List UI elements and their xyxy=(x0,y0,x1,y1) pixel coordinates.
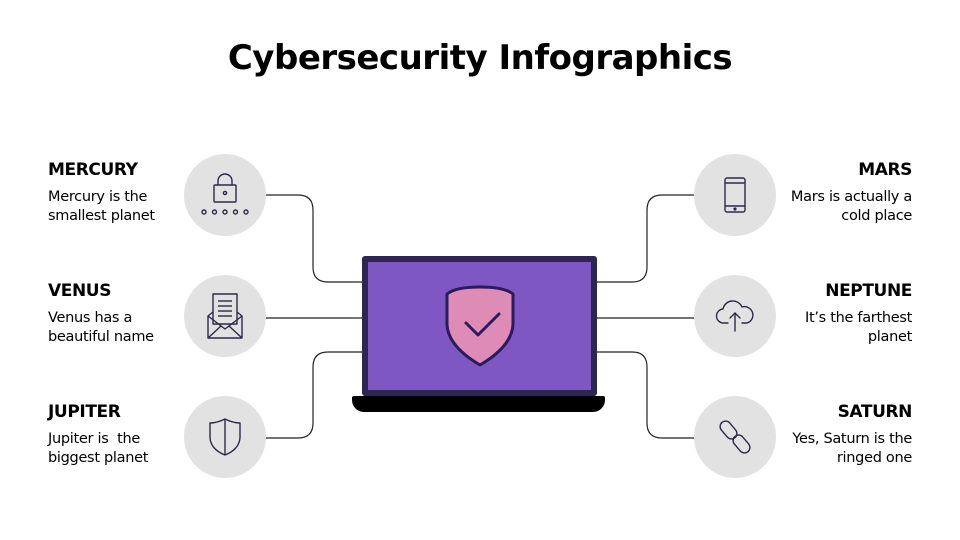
saturn-icon-circle xyxy=(694,396,776,478)
item-title: MARS xyxy=(858,160,912,180)
item-description: Venus has a beautiful name xyxy=(48,309,198,347)
venus-icon-circle xyxy=(184,275,266,357)
desc-line: beautiful name xyxy=(48,329,154,345)
desc-line: Jupiter is the xyxy=(48,431,140,447)
desc-line: ringed one xyxy=(836,450,912,466)
desc-line: Mercury is the xyxy=(48,189,148,205)
desc-line: It’s the farthest xyxy=(804,310,912,326)
desc-line: Venus has a xyxy=(48,310,133,326)
shield-check-icon xyxy=(445,285,514,367)
shield-icon xyxy=(209,418,241,456)
desc-line: cold place xyxy=(841,208,912,224)
link-chain-icon xyxy=(719,420,751,454)
cloud-upload-icon xyxy=(715,300,754,332)
desc-line: Mars is actually a xyxy=(790,189,912,205)
desc-line: biggest planet xyxy=(48,450,149,466)
connector-saturn xyxy=(597,351,694,439)
item-description: Yes, Saturn is the ringed one xyxy=(762,430,912,468)
laptop-display xyxy=(368,262,591,390)
item-description: It’s the farthest planet xyxy=(762,309,912,347)
password-lock-icon xyxy=(201,173,249,215)
item-venus: VENUS Venus has a beautiful name xyxy=(48,281,198,347)
open-envelope-letter-icon xyxy=(207,293,243,339)
neptune-icon-circle xyxy=(694,275,776,357)
item-saturn: SATURN Yes, Saturn is the ringed one xyxy=(762,402,912,468)
laptop-base xyxy=(352,396,605,412)
item-description: Jupiter is the biggest planet xyxy=(48,430,198,468)
item-jupiter: JUPITER Jupiter is the biggest planet xyxy=(48,402,198,468)
item-title: MERCURY xyxy=(48,160,138,180)
item-description: Mercury is the smallest planet xyxy=(48,188,198,226)
item-title: NEPTUNE xyxy=(825,281,912,301)
smartphone-icon xyxy=(724,177,746,213)
desc-line: smallest planet xyxy=(48,208,155,224)
mars-icon-circle xyxy=(694,154,776,236)
desc-line: planet xyxy=(867,329,912,345)
mercury-icon-circle xyxy=(184,154,266,236)
item-description: Mars is actually a cold place xyxy=(762,188,912,226)
item-title: SATURN xyxy=(837,402,913,422)
item-mercury: MERCURY Mercury is the smallest planet xyxy=(48,160,198,226)
item-title: VENUS xyxy=(48,281,112,301)
page-title: Cybersecurity Infographics xyxy=(227,38,733,78)
item-mars: MARS Mars is actually a cold place xyxy=(762,160,912,226)
item-title: JUPITER xyxy=(48,402,121,422)
connector-mars xyxy=(597,194,694,283)
connector-jupiter xyxy=(266,351,362,439)
laptop-screen xyxy=(362,256,597,396)
item-neptune: NEPTUNE It’s the farthest planet xyxy=(762,281,912,347)
connector-mercury xyxy=(266,194,362,283)
jupiter-icon-circle xyxy=(184,396,266,478)
desc-line: Yes, Saturn is the xyxy=(792,431,912,447)
